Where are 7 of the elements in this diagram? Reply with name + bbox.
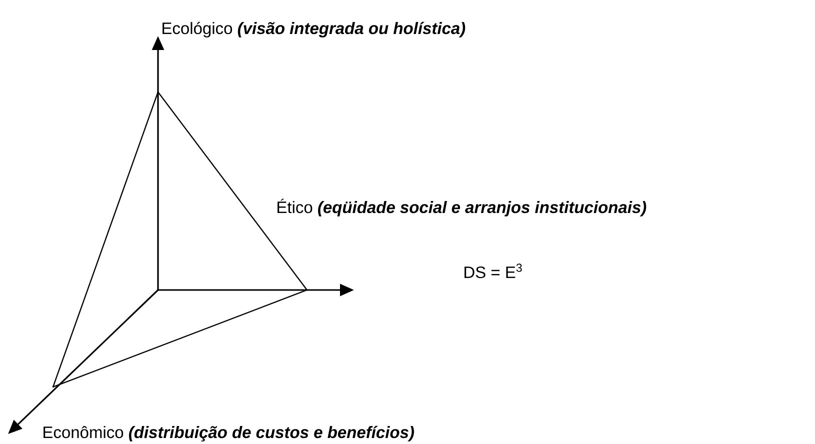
axis-description: (distribuição de custos e benefícios) — [129, 426, 414, 442]
formula-label: DS = E$^{3}$ — [464, 264, 522, 278]
axis-label: Econômico — [44, 426, 124, 438]
axis-label: Ecológico — [162, 22, 232, 38]
axis-label: Ético — [278, 198, 312, 214]
axis-description: (eqüidade social e arranjos institucionais) — [318, 201, 646, 216]
axis-description: (visão integrada ou holística) — [238, 22, 466, 38]
